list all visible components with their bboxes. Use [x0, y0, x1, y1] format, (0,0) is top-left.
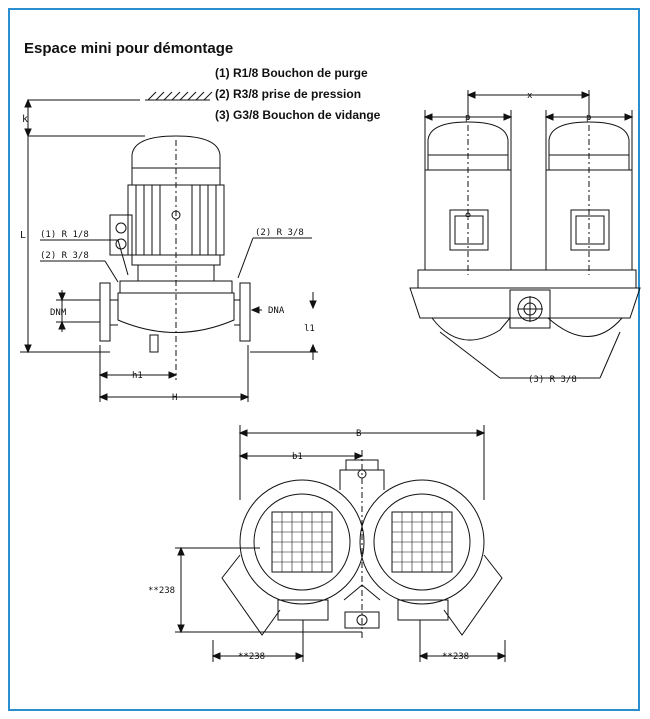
label-238-vertical: **238 [148, 586, 175, 596]
legend-item-purge: (1) R1/8 Bouchon de purge [215, 66, 368, 80]
label-H: H [172, 393, 177, 403]
dimension-p-right [544, 110, 634, 170]
dimension-h1 [98, 345, 178, 402]
label-B: B [356, 429, 361, 439]
label-238-right: **238 [442, 652, 469, 662]
label-dnm: DNM [50, 308, 67, 318]
legend-item-pressure: (2) R3/8 prise de pression [215, 87, 362, 101]
dimension-dna [250, 306, 262, 314]
dimension-l1 [250, 292, 318, 360]
dimension-B [238, 425, 486, 500]
dimension-H [98, 345, 250, 402]
label-l1: l1 [304, 324, 315, 334]
dimension-dnm [56, 290, 100, 332]
dimension-238-vertical [175, 546, 362, 634]
dimension-L [20, 136, 110, 354]
dimension-x [466, 90, 591, 120]
label-dna: DNA [268, 306, 285, 316]
label-L: L [20, 230, 26, 241]
label-p-left: p [465, 113, 470, 123]
label-h1: h1 [132, 371, 143, 381]
label-b1: b1 [292, 452, 303, 462]
label-r18: (1) R 1/8 [40, 230, 89, 240]
side-view-pump [99, 135, 251, 380]
dimension-k [24, 98, 32, 138]
label-x: x [527, 91, 533, 101]
label-r38-drain: (3) R 3/8 [528, 375, 577, 385]
dimension-238-right [418, 620, 507, 662]
label-k: k [22, 114, 28, 125]
label-p-right: p [586, 113, 591, 123]
label-238-left: **238 [238, 652, 265, 662]
clearance-hatch [28, 91, 213, 137]
dimension-p-left [423, 110, 513, 170]
top-view-twin-pump [221, 450, 503, 640]
drawing-frame [8, 8, 640, 711]
dimension-b1 [238, 452, 364, 460]
label-r38-right: (2) R 3/8 [255, 228, 304, 238]
dimension-238-left [211, 620, 305, 662]
label-r38-left: (2) R 3/8 [40, 251, 89, 261]
legend-item-drain: (3) G3/8 Bouchon de vidange [215, 108, 381, 122]
front-view-twin-pump [409, 121, 641, 341]
page-title: Espace mini pour démontage [24, 40, 234, 57]
